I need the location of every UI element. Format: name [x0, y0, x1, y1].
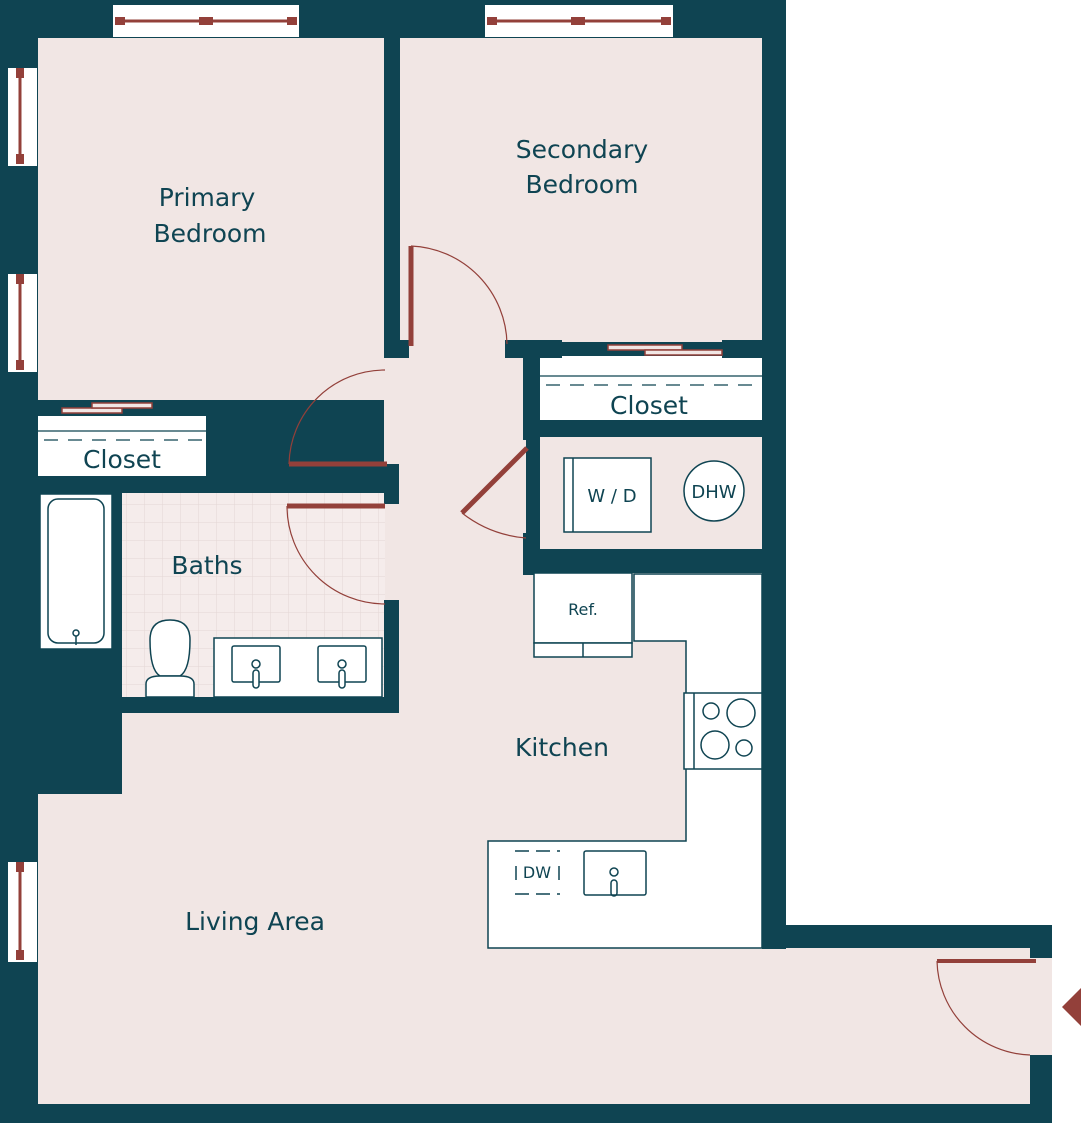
window-secondary-top: [485, 5, 673, 37]
closet-shelves: [38, 375, 762, 441]
window-living-left: [8, 862, 37, 962]
bath-fixtures: [39, 493, 383, 698]
living-kitchen-floor: [38, 572, 1030, 1104]
door-laundry: [460, 446, 529, 539]
door-entry: [936, 959, 1036, 1056]
interior-walls: [38, 38, 786, 949]
dishwasher-label: DW: [523, 863, 551, 882]
primary-bedroom-floor: [38, 38, 384, 400]
closet-secondary-label: Closet: [610, 391, 688, 420]
closet-door-primary: [61, 402, 153, 414]
bathtub-icon: [39, 493, 113, 650]
cooktop-icon: [683, 692, 763, 770]
closet-secondary-floor: [540, 356, 762, 420]
living-area-label: Living Area: [185, 907, 325, 936]
toilet-icon: [145, 619, 195, 698]
primary-bedroom-label-line1: Primary: [159, 183, 256, 212]
water-heater-icon: [683, 460, 745, 522]
double-vanity-icon: [213, 637, 383, 698]
window-primary-left-1: [8, 68, 37, 166]
secondary-bedroom-label-line2: Bedroom: [525, 170, 638, 199]
laundry-fixtures: [563, 457, 745, 533]
window-primary-left-2: [8, 274, 37, 372]
entry-arrow-icon: [1062, 988, 1081, 1026]
fixture-labels: W / D DHW Ref. DW: [523, 482, 737, 882]
door-secondary-bedroom: [408, 245, 508, 346]
kitchen-label: Kitchen: [515, 733, 609, 762]
baths-label: Baths: [171, 551, 242, 580]
refrigerator-icon: [533, 572, 633, 658]
dishwasher-icon: [515, 850, 560, 895]
room-labels: Primary Bedroom Secondary Bedroom Closet…: [83, 135, 688, 936]
window-primary-top: [113, 5, 299, 37]
water-heater-label: DHW: [691, 482, 736, 503]
secondary-bedroom-floor: [400, 38, 762, 342]
windows: [8, 5, 673, 962]
closet-door-secondary: [607, 344, 723, 356]
doors: [61, 245, 1036, 1056]
washer-dryer-label: W / D: [587, 486, 636, 507]
refrigerator-label: Ref.: [568, 600, 598, 619]
primary-bedroom-label-line2: Bedroom: [153, 219, 266, 248]
kitchen-sink-icon: [583, 850, 647, 897]
closet-primary-label: Closet: [83, 445, 161, 474]
secondary-bedroom-label-line1: Secondary: [516, 135, 649, 164]
closet-primary-floor: [38, 416, 206, 476]
door-primary-bedroom: [288, 369, 387, 467]
door-bath: [286, 503, 386, 605]
kitchen-fixtures: [487, 572, 763, 949]
washer-dryer-icon: [563, 457, 652, 533]
